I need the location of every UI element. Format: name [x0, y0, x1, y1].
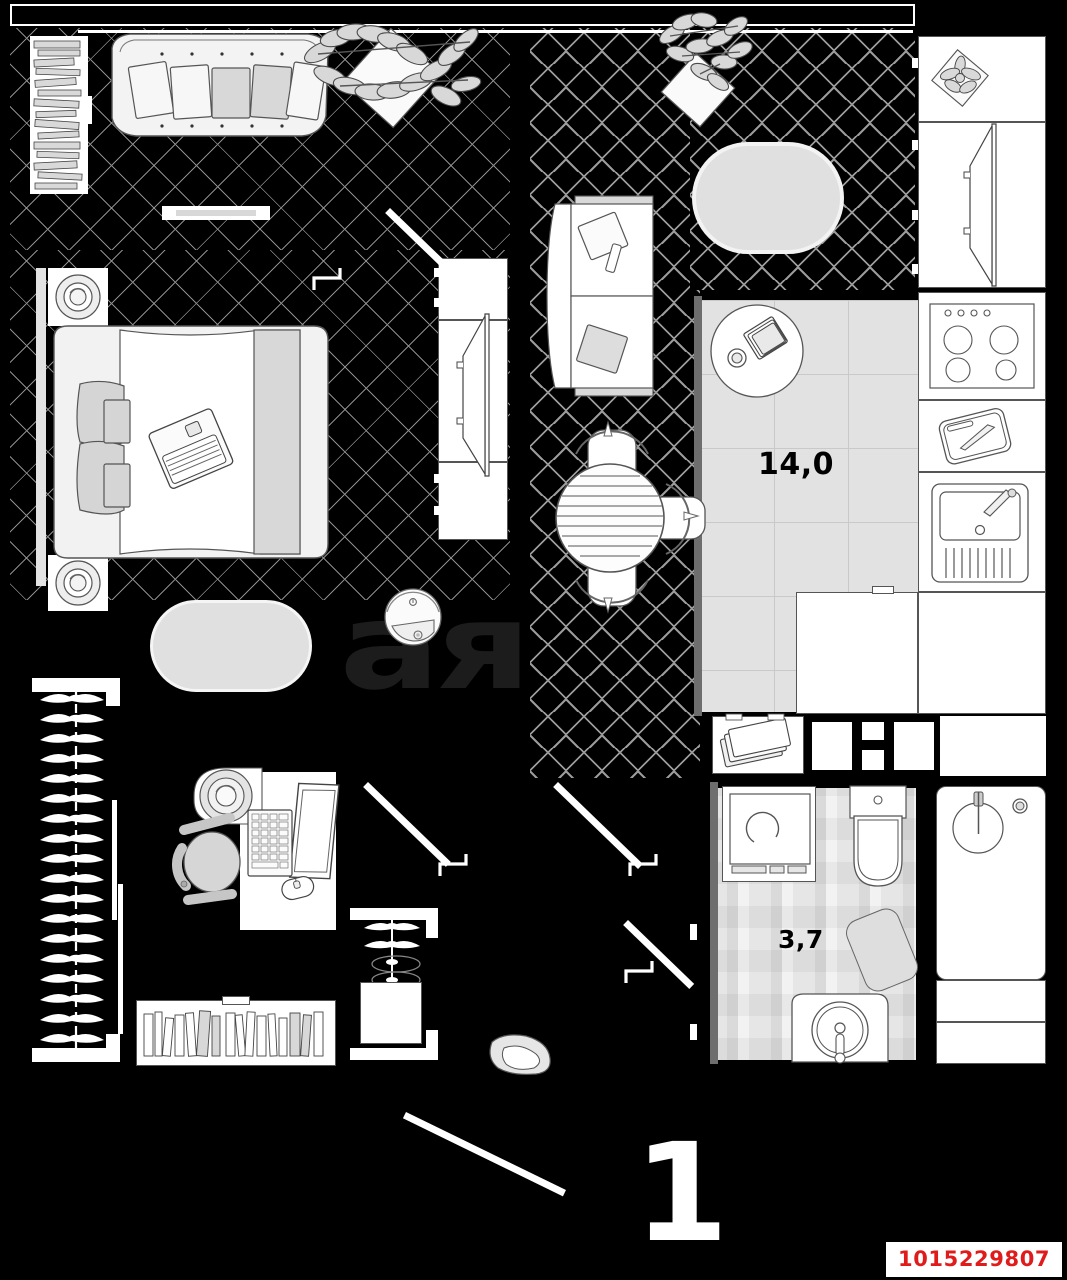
kitchen-counter-right — [918, 592, 1046, 714]
kitchen-sink-with-faucet-icon — [931, 483, 1029, 583]
table-lamp-lower-icon — [55, 560, 101, 606]
small-closet-frame-bottom — [350, 1048, 438, 1060]
towel-cabinet-handles-icon — [725, 713, 785, 721]
washbasin — [791, 993, 889, 1064]
refrigerator-door-icon — [963, 123, 997, 287]
top-wall-line — [78, 30, 913, 33]
wardrobe-bottom-rail — [32, 1048, 120, 1062]
kitchen-counter-left — [796, 592, 918, 714]
table-lamp-upper-icon — [55, 274, 101, 320]
bookshelf-back-panel — [86, 96, 92, 124]
bathtub-panel-bottom — [936, 1022, 1046, 1064]
small-closet-panel — [360, 982, 422, 1044]
potted-plant-top — [659, 12, 753, 128]
potted-plant-left — [303, 23, 482, 129]
small-closet-frame-right-lower — [426, 1030, 438, 1060]
cutting-board-with-knife-icon — [938, 407, 1012, 465]
robot-vacuum — [384, 588, 442, 646]
wall-tv-icon — [456, 313, 490, 477]
bathroom-area-label: 3,7 — [778, 925, 824, 954]
fridge-handles-icon — [912, 58, 918, 274]
wardrobe-right-edge-bottom — [106, 1034, 120, 1062]
door-bedroom-top-handle-icon — [312, 268, 342, 290]
bedroom-left-wall — [36, 268, 46, 586]
door-bathroom-handle-icon — [624, 961, 654, 983]
keyboard — [247, 809, 293, 877]
wardrobe-with-hangers — [40, 690, 104, 1052]
washing-machine-drum-icon — [729, 793, 811, 874]
niche-square-4 — [940, 716, 1046, 776]
desk-lamp — [193, 767, 263, 825]
bookcase-books-icon — [143, 1010, 324, 1057]
door-kitchen-handle-icon — [628, 854, 658, 876]
wardrobe-right-edge-top — [106, 678, 120, 706]
bathroom-wall-left — [710, 782, 718, 1064]
niche-square-1 — [812, 722, 852, 770]
flower-vase-on-counter-icon — [931, 49, 989, 107]
toilet — [849, 785, 907, 887]
two-seat-sofa — [546, 195, 654, 397]
towels-icon — [719, 717, 791, 768]
bathtub-panel-lower — [936, 980, 1046, 1022]
bathroom-door-handles-icon — [690, 924, 697, 1040]
wardrobe-top-rail — [32, 678, 120, 692]
small-closet-frame-right — [426, 908, 438, 938]
room-count-badge: 1 — [634, 1115, 729, 1273]
curved-sofa — [111, 33, 329, 137]
window-sill-living-inner — [176, 210, 256, 216]
floor-hallway — [530, 28, 700, 778]
computer-mouse — [281, 875, 315, 901]
wardrobe-side-panel-a — [112, 800, 117, 920]
bathtub-faucet-icon — [952, 791, 1028, 854]
small-closet-hangers — [364, 920, 421, 1014]
small-closet-frame-top — [350, 908, 438, 920]
office-chair — [172, 813, 241, 905]
round-dining-table-set — [555, 420, 706, 614]
listing-id-badge: 1015229807 — [886, 1242, 1063, 1277]
kitchen-area-label: 14,0 — [758, 447, 835, 482]
shoe-slipper — [489, 1034, 551, 1075]
oval-rug-top — [692, 142, 844, 254]
door-entrance — [402, 1112, 566, 1197]
counter-handle-icon — [872, 586, 894, 594]
double-bed — [53, 325, 329, 559]
gas-cooktop-4-burner-icon — [929, 303, 1035, 389]
bookshelf-books-icon — [33, 40, 83, 190]
niche-square-2b — [862, 750, 884, 770]
tv-media-unit-bottom — [438, 462, 508, 540]
door-study-handle-icon — [438, 854, 468, 876]
wardrobe-side-panel-b — [118, 884, 123, 1034]
niche-square-2a — [862, 722, 884, 740]
oval-rug-bedroom — [150, 600, 312, 692]
bookcase-top-knob — [222, 996, 250, 1005]
niche-square-3 — [894, 722, 934, 770]
monitor — [288, 782, 340, 880]
side-table-with-books — [710, 304, 804, 398]
media-unit-handles-icon — [434, 268, 440, 515]
